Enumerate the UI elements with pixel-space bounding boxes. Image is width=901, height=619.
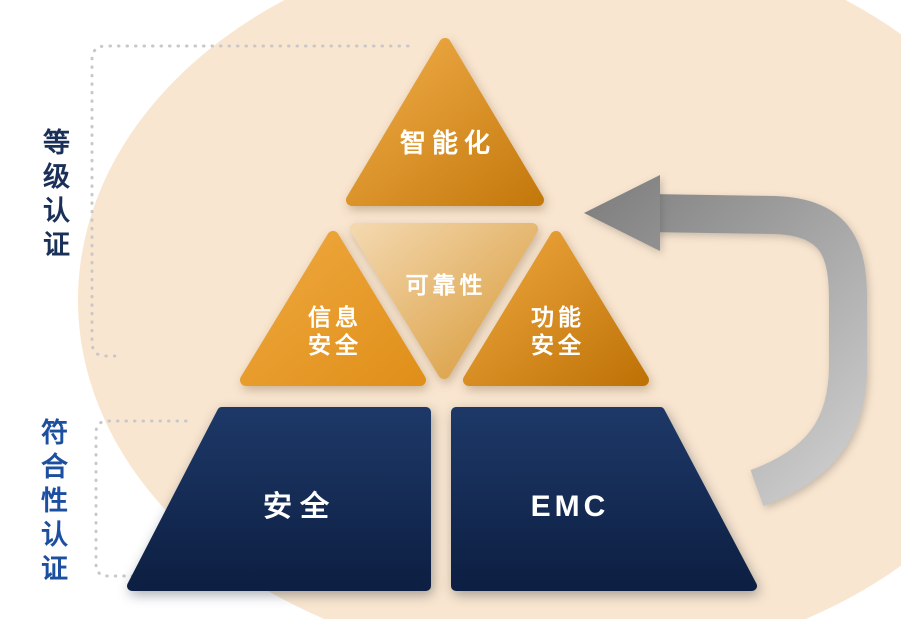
trapezoid-shape — [451, 407, 757, 591]
curved-arrow-shaft — [647, 194, 867, 506]
triangle-label: 智能化 — [400, 128, 496, 158]
triangle-shape — [346, 38, 544, 206]
side-label-conformity-certification: 符合性认证 — [37, 418, 67, 588]
pyramid-bottom-left-trapezoid: 安全 — [127, 407, 431, 591]
curved-arrow — [584, 175, 867, 506]
curved-arrow-head — [584, 175, 660, 251]
triangle-shape — [240, 231, 426, 386]
triangle-shape — [350, 223, 538, 379]
pyramid-mid-right-triangle: 功能 安全 — [463, 231, 649, 386]
trapezoid-label: 安全 — [263, 489, 337, 523]
trapezoid-label: EMC — [531, 490, 610, 523]
side-label-grade-certification: 等级认证 — [39, 128, 69, 264]
triangle-label-line2: 安全 — [531, 332, 585, 358]
pyramid-bottom-right-trapezoid: EMC — [451, 407, 757, 591]
pyramid-top-triangle: 智能化 — [346, 38, 544, 206]
trapezoid-shape — [127, 407, 431, 591]
dotted-bracket-conformity — [94, 419, 188, 578]
triangle-label-line1: 信息 — [308, 304, 362, 330]
pyramid-mid-left-triangle: 信息 安全 — [240, 231, 426, 386]
triangle-label-line1: 功能 — [531, 304, 585, 330]
triangle-shape — [463, 231, 649, 386]
pyramid-mid-center-triangle: 可靠性 — [350, 223, 538, 379]
triangle-label: 可靠性 — [406, 272, 487, 298]
triangle-label-line2: 安全 — [308, 332, 362, 358]
dotted-bracket-grade — [90, 44, 410, 358]
